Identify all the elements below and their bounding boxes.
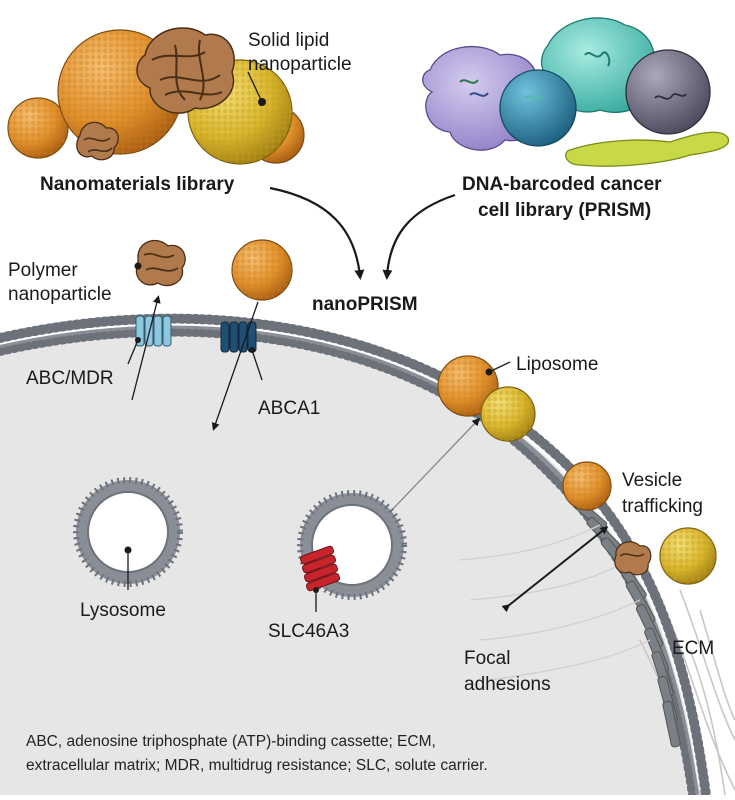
polymer-label-line1: Polymer [8,260,78,281]
trafficking-double-arrow [501,526,609,613]
vesicle-polymer [614,541,652,576]
focal-adhesions-label-line1: Focal [464,648,510,669]
lysosome [73,477,183,590]
uptake-arrow [211,301,259,431]
vesicle-label-line2: trafficking [622,496,703,517]
teal-cell [499,69,577,147]
polymer-nanoparticle [134,239,186,287]
lysosomal-arrow [389,417,481,513]
large-polymer-particle [136,27,235,114]
cancer-cell-cluster [422,17,730,167]
dna-library-label-line1: DNA-barcoded cancer [462,174,662,195]
focal-adhesions-label-line2: adhesions [464,674,551,695]
nanomaterials-library-label: Nanomaterials library [40,174,235,195]
arrow-nanomaterials-to-nanoprism [269,186,365,280]
efflux-arrow [131,295,161,401]
nanoprism-label: nanoPRISM [312,294,418,315]
dna-library-label-line2: cell library (PRISM) [478,200,651,221]
ecm-label: ECM [672,638,714,659]
vesicle-label-line1: Vesicle [622,470,682,491]
footnote-line2: extracellular matrix; MDR, multidrug res… [26,757,488,774]
polymer-label-line2: nanoparticle [8,284,112,305]
liposome-label: Liposome [516,354,598,375]
nanomaterials-cluster [7,27,305,165]
slc46a3-transporter [300,545,340,592]
green-elongated-cell [565,131,730,167]
lysosome-label: Lysosome [80,600,166,621]
abc-mdr-transporter [135,315,172,347]
slc46a3-label: SLC46A3 [268,621,349,642]
solid-lipid-label-line1: Solid lipid [248,30,329,51]
small-polymer-particle [76,121,119,161]
abc-mdr-label: ABC/MDR [26,368,114,389]
footnote-line1: ABC, adenosine triphosphate (ATP)-bindin… [26,733,436,750]
solid-lipid-label-line2: nanoparticle [248,54,352,75]
arrow-cells-to-nanoprism [382,193,456,280]
abca1-label: ABCA1 [258,398,320,419]
gray-cell [625,49,711,135]
